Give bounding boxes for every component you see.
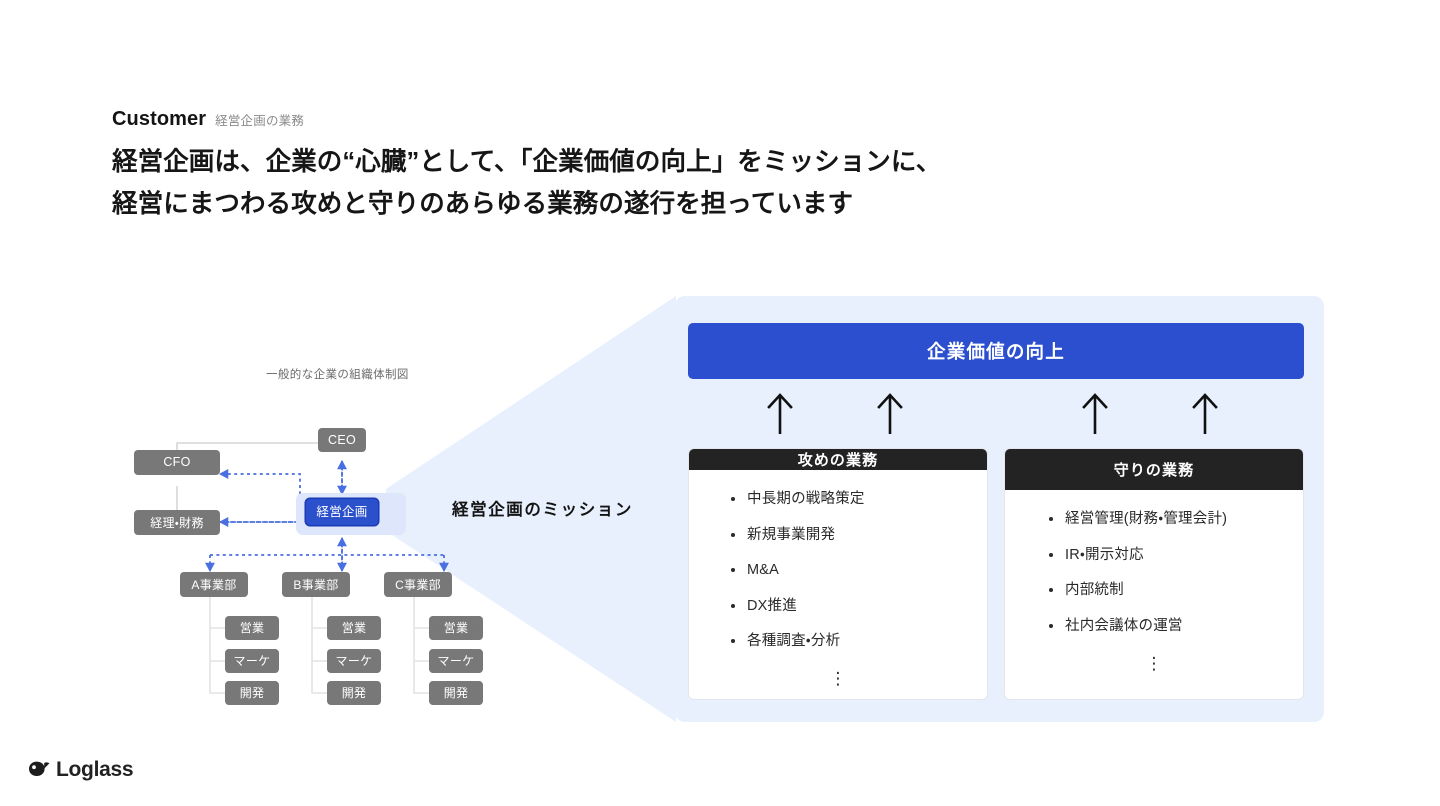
card-offense: 攻めの業務 中長期の戦略策定 新規事業開発 M&A DX推進 各種調査・分析 ⋮ <box>688 448 988 700</box>
card-offense-list: 中長期の戦略策定 新規事業開発 M&A DX推進 各種調査・分析 <box>689 492 987 670</box>
list-item: 社内会議体の運営 <box>1049 618 1303 634</box>
mission-label: 経営企画のミッション <box>452 501 633 519</box>
upward-arrows-row <box>688 390 1304 438</box>
org-node-division-c[interactable]: C事業部 <box>384 572 452 597</box>
org-node-b-development-label: 開発 <box>341 686 367 700</box>
org-node-cfo[interactable]: CFO <box>134 450 220 475</box>
card-defense-body: 経営管理(財務・管理会計) IR・開示対応 内部統制 社内会議体の運営 ⋮ <box>1005 490 1303 699</box>
org-chart: 一般的な企業の組織体制図 <box>120 366 520 711</box>
org-node-accounting[interactable]: 経理・財務 <box>134 510 220 535</box>
org-node-ceo[interactable]: CEO <box>318 428 366 452</box>
list-item: 内部統制 <box>1049 583 1303 598</box>
org-node-a-marketing[interactable]: マーケ <box>225 649 279 673</box>
card-defense-list: 経営管理(財務・管理会計) IR・開示対応 内部統制 社内会議体の運営 <box>1005 512 1303 654</box>
up-arrow-icon <box>1192 393 1218 434</box>
corporate-value-label: 企業価値の向上 <box>927 341 1065 362</box>
org-node-c-sales-label: 営業 <box>443 621 469 635</box>
eyebrow-main-label: Customer <box>112 108 207 130</box>
card-defense-title: 守りの業務 <box>1113 462 1195 479</box>
org-node-b-sales[interactable]: 営業 <box>327 616 381 640</box>
org-node-b-development[interactable]: 開発 <box>327 681 381 705</box>
org-node-ceo-label: CEO <box>328 432 356 447</box>
card-defense: 守りの業務 経営管理(財務・管理会計) IR・開示対応 内部統制 社内会議体の運… <box>1004 448 1304 700</box>
page-title: 経営企画は、企業の“心臓”として、「企業価値の向上」をミッションに、 経営にまつ… <box>112 142 941 225</box>
list-item: 新規事業開発 <box>731 527 987 543</box>
org-node-a-sales[interactable]: 営業 <box>225 616 279 640</box>
org-node-c-marketing[interactable]: マーケ <box>429 649 483 673</box>
list-item: M&A <box>731 563 987 578</box>
page-title-line-2: 経営にまつわる攻めと守りのあらゆる業務の遂行を担っています <box>112 189 854 218</box>
org-node-division-c-label: C事業部 <box>395 577 441 592</box>
org-node-division-a[interactable]: A事業部 <box>180 572 248 597</box>
org-node-division-a-label: A事業部 <box>191 577 237 592</box>
org-node-c-marketing-label: マーケ <box>437 654 475 668</box>
eyebrow-sub-label: 経営企画の業務 <box>215 114 305 128</box>
org-node-a-sales-label: 営業 <box>239 621 265 635</box>
page-title-line-1: 経営企画は、企業の“心臓”として、「企業価値の向上」をミッションに、 <box>112 148 942 176</box>
up-arrow-icon <box>877 393 903 434</box>
org-node-a-marketing-label: マーケ <box>233 654 271 668</box>
org-node-b-marketing-label: マーケ <box>335 654 373 668</box>
org-node-b-sales-label: 営業 <box>341 621 367 635</box>
org-node-cfo-label: CFO <box>163 455 191 470</box>
card-defense-more-indicator: ⋮ <box>1145 654 1163 673</box>
org-node-c-development-label: 開発 <box>443 686 469 700</box>
business-cards-container: 攻めの業務 中長期の戦略策定 新規事業開発 M&A DX推進 各種調査・分析 ⋮… <box>688 448 1304 700</box>
org-node-division-b-label: B事業部 <box>293 577 339 592</box>
brand-logo-text: Loglass <box>56 757 134 781</box>
org-node-corporate-planning-label: 経営企画 <box>316 504 368 519</box>
card-offense-header: 攻めの業務 <box>689 449 987 470</box>
list-item: 中長期の戦略策定 <box>731 492 987 507</box>
up-arrow-icon <box>1082 393 1108 434</box>
brand-logo: Loglass <box>26 757 134 781</box>
org-chart-caption: 一般的な企業の組織体制図 <box>266 369 409 381</box>
list-item: DX推進 <box>731 598 987 614</box>
card-offense-more-indicator: ⋮ <box>829 668 847 688</box>
org-node-a-development-label: 開発 <box>239 686 265 700</box>
list-item: 経営管理(財務・管理会計) <box>1049 512 1303 527</box>
org-node-a-development[interactable]: 開発 <box>225 681 279 705</box>
org-node-accounting-label: 経理・財務 <box>150 515 204 530</box>
card-offense-body: 中長期の戦略策定 新規事業開発 M&A DX推進 各種調査・分析 ⋮ <box>689 470 987 699</box>
org-node-division-b[interactable]: B事業部 <box>282 572 350 597</box>
org-node-b-marketing[interactable]: マーケ <box>327 649 381 673</box>
list-item: 各種調査・分析 <box>731 634 987 649</box>
corporate-value-bar: 企業価値の向上 <box>688 323 1304 379</box>
eyebrow: Customer 経営企画の業務 <box>112 108 304 131</box>
org-node-c-sales[interactable]: 営業 <box>429 616 483 640</box>
card-defense-header: 守りの業務 <box>1005 449 1303 490</box>
org-node-c-development[interactable]: 開発 <box>429 681 483 705</box>
whale-icon <box>29 761 50 776</box>
org-node-corporate-planning[interactable]: 経営企画 <box>306 499 378 525</box>
up-arrow-icon <box>767 393 793 434</box>
list-item: IR・開示対応 <box>1049 547 1303 563</box>
card-offense-title: 攻めの業務 <box>797 452 879 469</box>
